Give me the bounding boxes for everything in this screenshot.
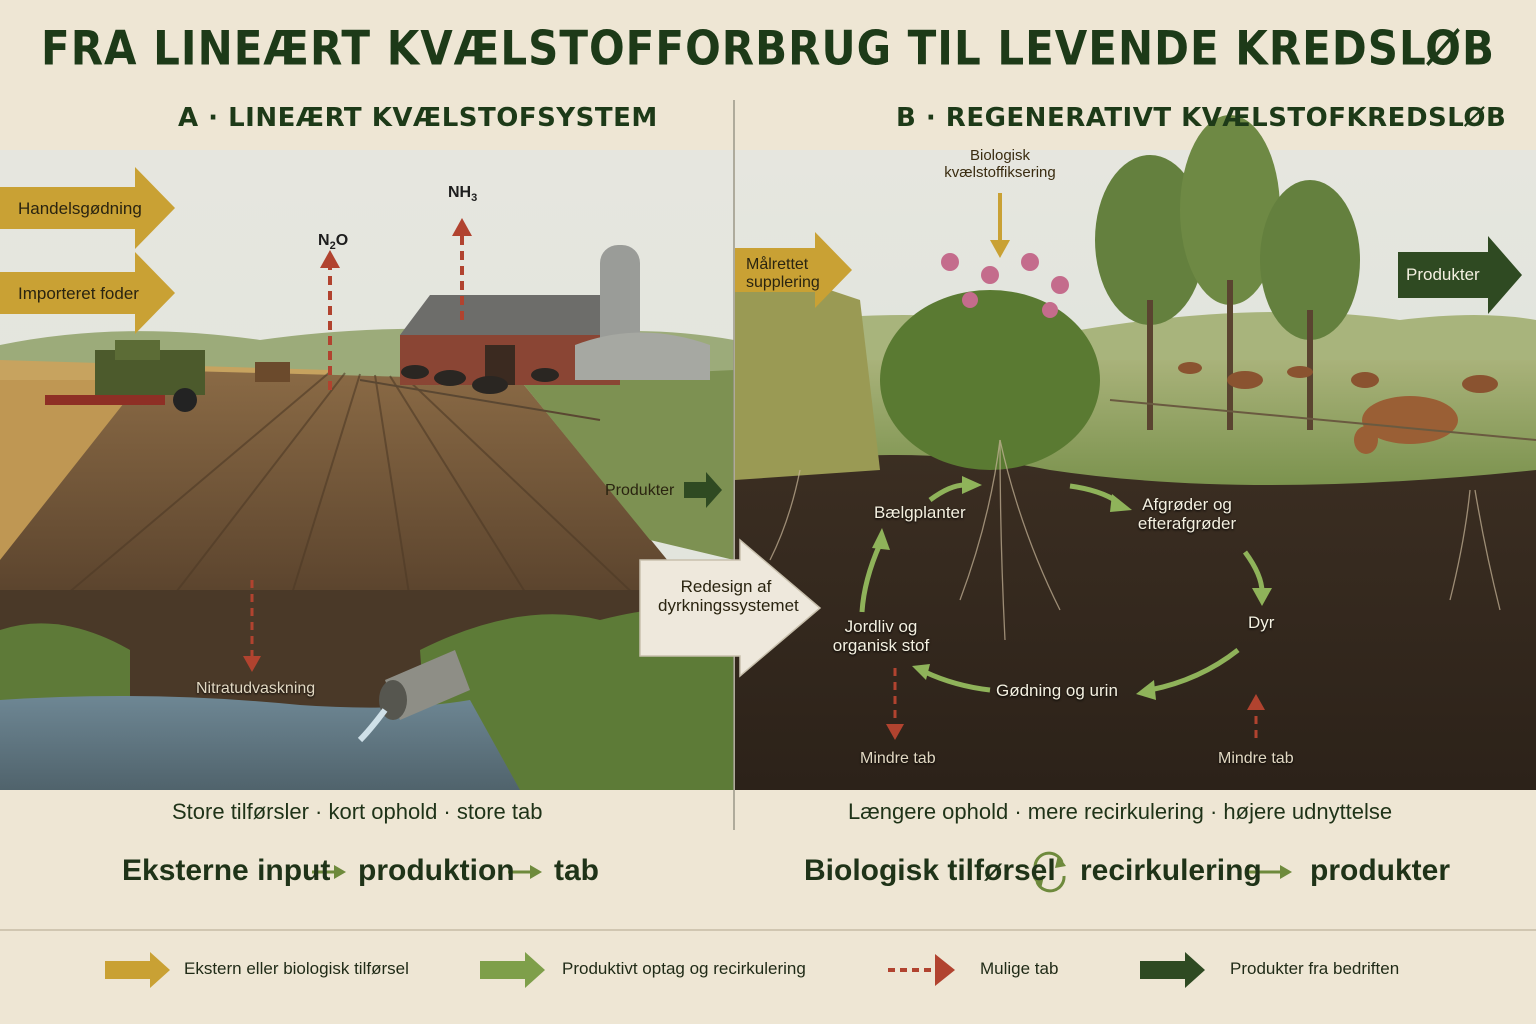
flow-b-recycling: recirkulering <box>1080 854 1262 887</box>
trees <box>1095 115 1360 430</box>
summary-b: Længere ophold · mere recirkulering · hø… <box>848 799 1393 824</box>
legend-label-recycling: Produktivt optag og recirkulering <box>562 959 806 978</box>
gas-label-n2o: N2O <box>318 232 349 253</box>
redesign-arrow <box>639 538 822 678</box>
legend-swatch-input <box>105 952 170 988</box>
legend-swatch-recycling <box>480 952 545 988</box>
roots <box>769 439 1501 641</box>
products-arrow-b <box>1398 236 1522 314</box>
cycle-node-soil: Jordliv og organisk stof <box>832 617 930 655</box>
flow-a-input: Eksterne input <box>122 854 331 887</box>
gas-label-nh3: NH3 <box>448 184 478 205</box>
products-label-b: Produkter <box>1406 265 1480 284</box>
legend-label-products: Produkter fra bedriften <box>1230 959 1400 978</box>
summary-a: Store tilførsler · kort ophold · store t… <box>172 799 543 824</box>
legend-swatch-losses <box>888 954 955 986</box>
input-label-importeret-foder: Importeret foder <box>18 284 139 303</box>
cycle-node-animals: Dyr <box>1248 613 1275 632</box>
flow-b-biological: Biologisk tilførsel <box>804 854 1056 887</box>
panel-b-illustration <box>735 115 1536 790</box>
cycle-node-crops: Afgrøder og efterafgrøder <box>1137 495 1237 533</box>
input-arrow-importeret-foder <box>0 252 175 334</box>
legend-swatches <box>105 952 1205 988</box>
legend-label-input: Ekstern eller biologisk tilførsel <box>184 959 409 978</box>
cows-a <box>401 365 559 394</box>
flow-b-products: produkter <box>1310 854 1451 887</box>
flow-a-loss: tab <box>554 854 599 887</box>
clover-flowers <box>941 253 1069 318</box>
input-label-handelsgodning: Handelsgødning <box>18 199 142 218</box>
panel-b-arrows <box>735 193 1522 740</box>
legend-swatch-products <box>1140 952 1205 988</box>
combine-harvester <box>45 340 290 412</box>
flow-arrows <box>312 851 1292 893</box>
panel-a-arrows <box>0 167 722 672</box>
fixation-label: Biologisk kvælstoffiksering <box>944 147 1056 181</box>
supply-label: Målrettet supplering <box>746 256 820 291</box>
redesign-label: Redesign af dyrkningssystemet <box>658 577 799 615</box>
products-label-a: Produkter <box>605 482 675 499</box>
flow-a-production: produktion <box>358 854 515 887</box>
page-title: FRA LINEÆRT KVÆLSTOFFORBRUG TIL LEVENDE … <box>41 20 1495 76</box>
supply-arrow <box>735 232 852 308</box>
panel-b-title: B · REGENERATIVT KVÆLSTOFKREDSLØB <box>896 103 1507 133</box>
leaching-label: Nitratudvaskning <box>196 680 316 697</box>
cycle-node-legumes: Bælgplanter <box>874 503 966 522</box>
panel-a-illustration <box>0 150 734 790</box>
legend-label-losses: Mulige tab <box>980 959 1059 978</box>
panel-a-title: A · LINEÆRT KVÆLSTOFSYSTEM <box>178 103 658 133</box>
loss-label-left: Mindre tab <box>860 750 936 767</box>
cycle-node-manure: Gødning og urin <box>996 681 1118 700</box>
cows-b <box>1178 362 1498 454</box>
drain-pipe <box>357 650 470 743</box>
loss-label-right: Mindre tab <box>1218 750 1294 767</box>
products-arrow-a <box>684 472 722 508</box>
input-arrow-handelsgodning <box>0 167 175 249</box>
